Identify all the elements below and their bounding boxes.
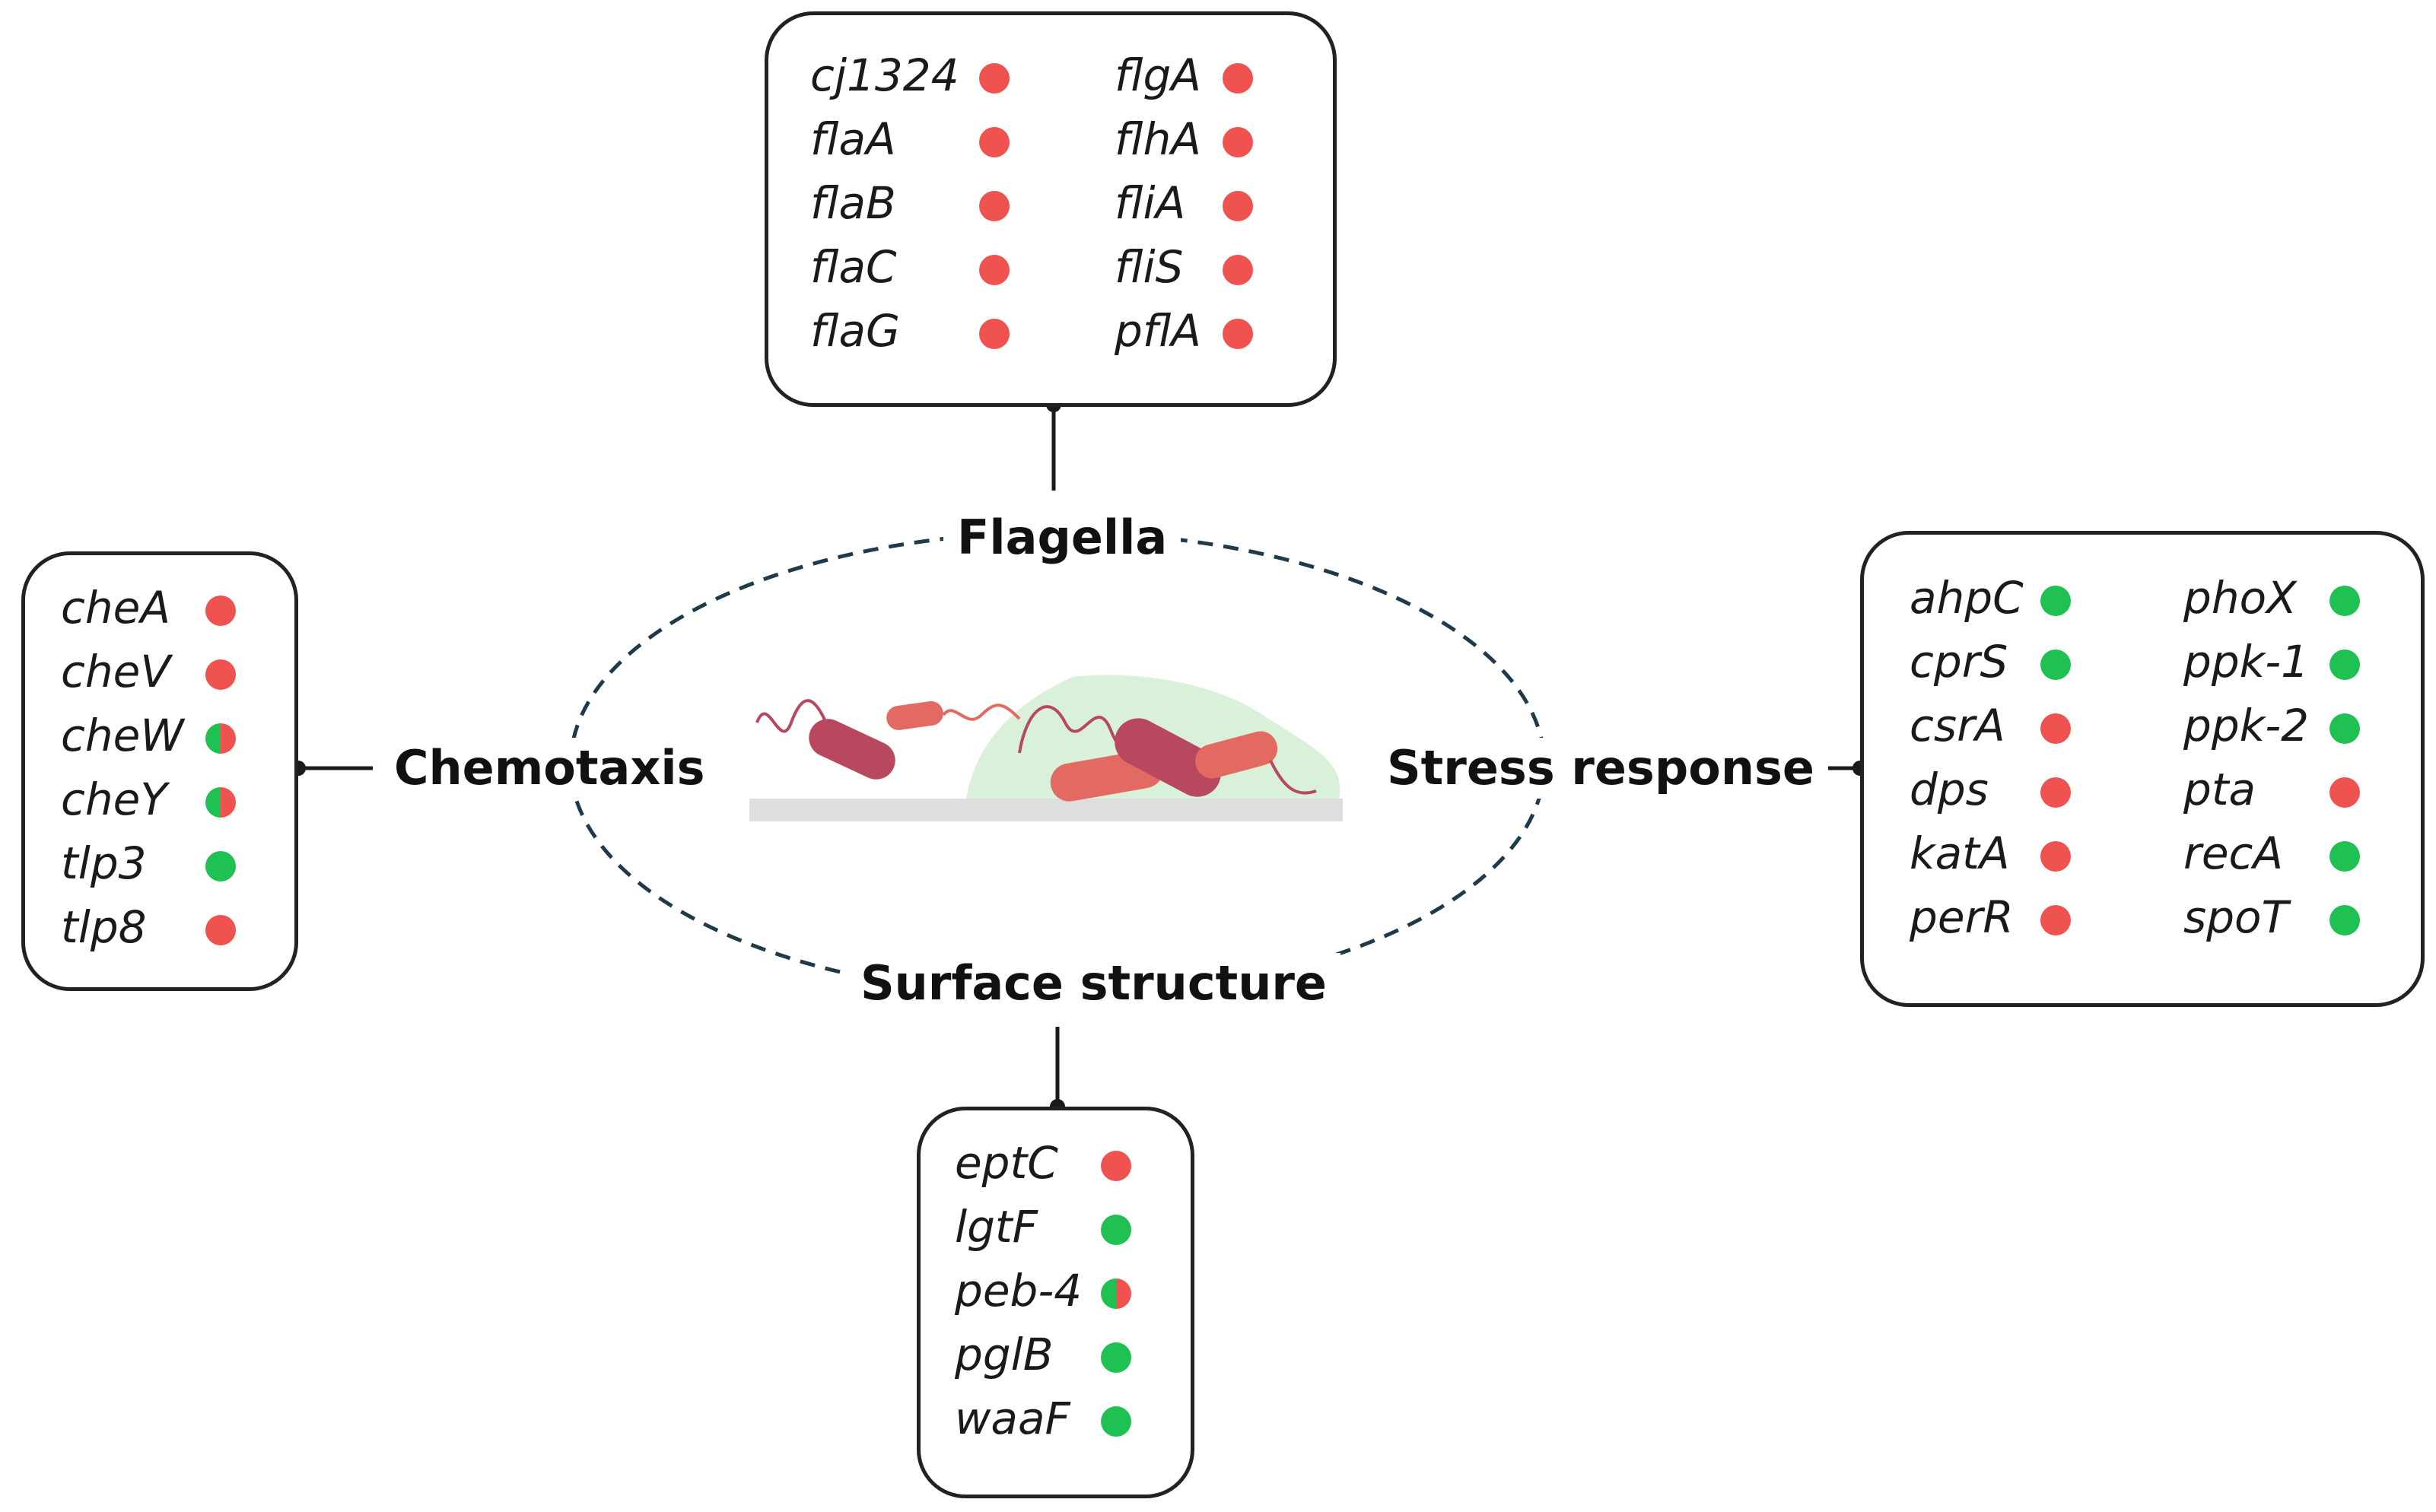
status-dot-fliA — [1223, 191, 1253, 221]
status-dot-csrA — [2040, 713, 2071, 744]
gene-label-lgtF: lgtF — [955, 1201, 1038, 1253]
status-dot-ppk-1 — [2329, 650, 2360, 680]
gene-label-flgA: flgA — [1115, 49, 1201, 101]
gene-label-fliA: fliA — [1115, 177, 1186, 229]
status-dot-eptC — [1101, 1151, 1131, 1181]
flagellum-4 — [1269, 760, 1317, 795]
gene-label-perR: perR — [1910, 891, 2014, 943]
gene-label-pglB: pglB — [955, 1329, 1054, 1380]
status-dot-flaG — [979, 319, 1010, 349]
gene-label-flaC: flaC — [810, 241, 897, 293]
status-dot-katA — [2040, 841, 2071, 872]
gene-label-dps: dps — [1910, 764, 1989, 815]
status-dot-cprS — [2040, 650, 2071, 680]
status-dot-perR — [2040, 905, 2071, 935]
status-dot-cheA — [205, 596, 236, 626]
status-dot-flhA — [1223, 127, 1253, 157]
gene-label-pta: pta — [2183, 764, 2256, 815]
gene-label-cheV: cheV — [61, 646, 171, 697]
gene-label-fliS: fliS — [1115, 241, 1184, 293]
gene-label-flaG: flaG — [810, 305, 900, 357]
status-dot-phoX — [2329, 586, 2360, 616]
gene-label-eptC: eptC — [955, 1137, 1058, 1189]
chemotaxis-gene-box — [21, 551, 298, 991]
status-dot-cheV — [205, 659, 236, 690]
flagellum-2 — [942, 704, 1021, 721]
gene-label-waaF: waaF — [955, 1393, 1070, 1444]
stress-gene-box — [1860, 531, 2425, 1007]
category-surface-structure: Surface structure — [847, 953, 1340, 1014]
gene-label-katA: katA — [1910, 827, 2010, 879]
gene-label-ppk-2: ppk-2 — [2183, 700, 2310, 751]
bacterium-1 — [809, 719, 895, 780]
status-dot-lgtF — [1101, 1215, 1131, 1245]
status-dot-pglB — [1101, 1342, 1131, 1373]
category-flagella: Flagella — [943, 507, 1181, 568]
status-dot-flaC — [979, 255, 1010, 285]
status-dot-spoT — [2329, 905, 2360, 935]
gene-label-ppk-1: ppk-1 — [2183, 636, 2310, 688]
status-dot-flaA — [979, 127, 1010, 157]
gene-label-phoX: phoX — [2183, 572, 2297, 624]
bacterium-5 — [1195, 731, 1278, 779]
status-dot-dps — [2040, 777, 2071, 808]
status-dot-peb-4 — [1101, 1279, 1131, 1309]
bacterium-4 — [1115, 718, 1221, 797]
gene-label-recA: recA — [2183, 827, 2284, 879]
status-dot-waaF — [1101, 1406, 1131, 1437]
gene-label-cj1324: cj1324 — [810, 49, 959, 101]
category-chemotaxis: Chemotaxis — [380, 738, 719, 799]
status-dot-cheW — [205, 723, 236, 754]
status-dot-flgA — [1223, 63, 1253, 94]
surface-gene-box — [917, 1107, 1194, 1498]
gene-label-flhA: flhA — [1115, 113, 1201, 165]
status-dot-flaB — [979, 191, 1010, 221]
gene-label-spoT: spoT — [2183, 891, 2288, 943]
gene-label-peb-4: peb-4 — [955, 1265, 1083, 1317]
gene-label-csrA: csrA — [1910, 700, 2005, 751]
status-dot-pta — [2329, 777, 2360, 808]
gene-label-tlp8: tlp8 — [61, 901, 147, 953]
gene-label-flaB: flaB — [810, 177, 896, 229]
category-stress-response: Stress response — [1373, 738, 1828, 799]
status-dot-cj1324 — [979, 63, 1010, 94]
gene-label-cprS: cprS — [1910, 636, 2008, 688]
status-dot-fliS — [1223, 255, 1253, 285]
gene-label-cheW: cheW — [61, 710, 184, 761]
surface-substrate — [749, 799, 1343, 821]
status-dot-ppk-2 — [2329, 713, 2360, 744]
status-dot-tlp8 — [205, 915, 236, 945]
biofilm-illustration — [749, 675, 1343, 821]
gene-label-flaA: flaA — [810, 113, 896, 165]
status-dot-recA — [2329, 841, 2360, 872]
status-dot-ahpC — [2040, 586, 2071, 616]
status-dot-cheY — [205, 787, 236, 818]
gene-label-cheA: cheA — [61, 582, 171, 634]
status-dot-pflA — [1223, 319, 1253, 349]
gene-label-ahpC: ahpC — [1910, 572, 2024, 624]
gene-label-cheY: cheY — [61, 773, 167, 825]
gene-label-pflA: pflA — [1115, 305, 1201, 357]
bacterium-2 — [886, 700, 943, 730]
gene-label-tlp3: tlp3 — [61, 837, 147, 889]
status-dot-tlp3 — [205, 851, 236, 881]
